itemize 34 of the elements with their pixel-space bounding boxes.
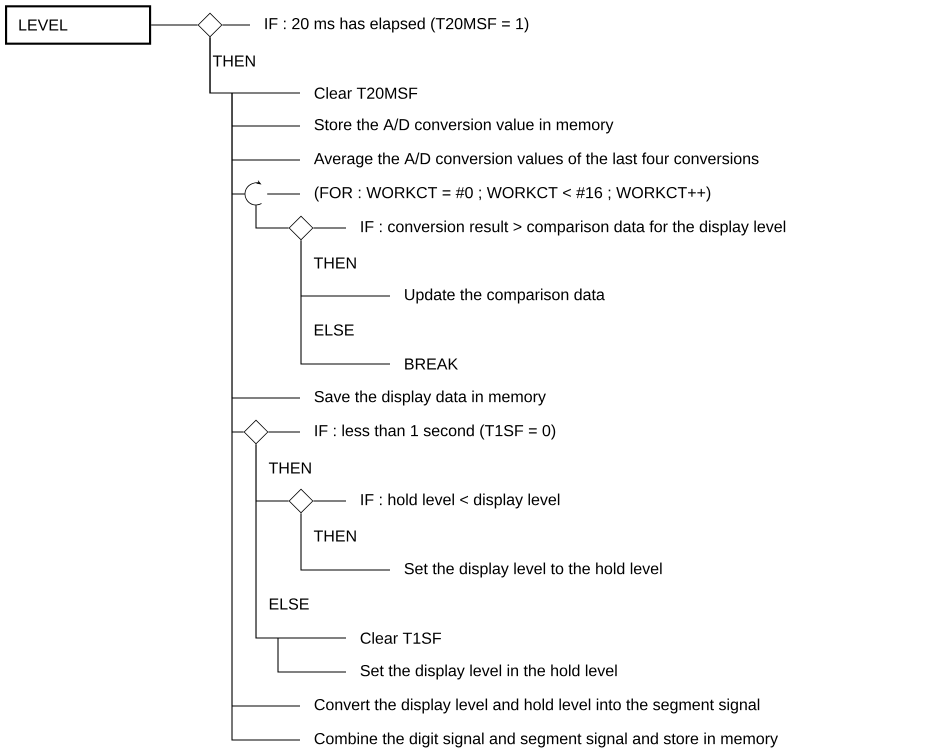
step-text: Clear T20MSF	[314, 87, 418, 99]
branch-label: THEN	[268, 462, 311, 474]
step-text: Combine the digit signal and segment signal and store in memory	[314, 732, 778, 748]
connector-line	[151, 24, 198, 26]
step-text: (FOR : WORKCT = #0 ; WORKCT < #16 ; WORKCT++)	[314, 186, 710, 202]
connector-line	[300, 513, 390, 571]
connector-line	[267, 193, 300, 195]
step-text: Average the A/D conversion values of the last four conversions	[314, 152, 758, 168]
decision-diamond	[198, 12, 222, 38]
step-text: Convert the display level and hold level into the segment signal	[314, 698, 760, 714]
step-text: IF : hold level < display level	[361, 494, 560, 508]
step-text: Set the display level to the hold level	[404, 562, 662, 578]
decision-diamond	[244, 420, 268, 444]
connector-line	[268, 431, 300, 433]
decision-diamond	[288, 216, 314, 240]
step-text: BREAK	[405, 358, 458, 370]
connector-line	[255, 205, 289, 229]
process-box: LEVEL	[5, 5, 152, 45]
branch-label: ELSE	[270, 598, 309, 610]
step-text: Set the display level in the hold level	[360, 664, 617, 680]
step-text: Save the display data in memory	[314, 390, 546, 406]
step-text: IF : less than 1 second (T1SF = 0)	[315, 424, 556, 440]
step-text: IF : conversion result > comparison data for the display level	[361, 220, 786, 236]
decision-diamond	[288, 488, 314, 514]
loop-symbol	[244, 180, 262, 206]
connector-line	[222, 24, 250, 26]
step-text: Update the comparison data	[405, 288, 605, 304]
branch-label: ELSE	[314, 324, 354, 336]
connector-line	[313, 500, 346, 502]
connector-line	[300, 240, 390, 365]
step-text: Clear T1SF	[360, 632, 441, 644]
connector-line	[313, 227, 346, 229]
step-text: IF : 20 ms has elapsed (T20MSF = 1)	[265, 18, 528, 32]
step-text: Store the A/D conversion value in memory	[314, 118, 614, 134]
